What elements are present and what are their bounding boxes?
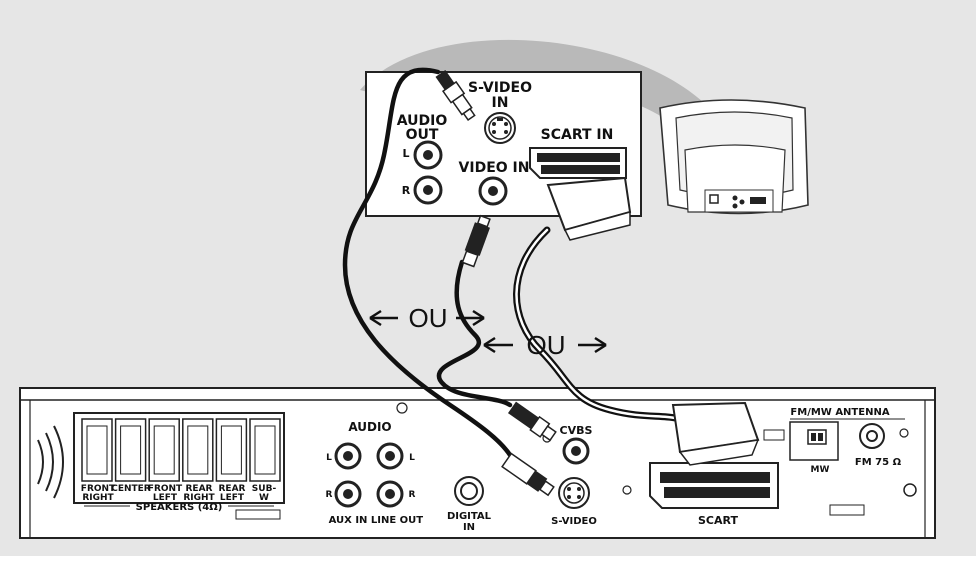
antenna-label: FM/MW ANTENNA: [790, 407, 889, 418]
aux-in-label: AUX IN: [329, 515, 368, 526]
svideo-in-label-2: IN: [492, 95, 509, 111]
or-label-1: OU: [409, 303, 448, 333]
cvbs-label: CVBS: [560, 424, 593, 437]
speaker-label-4a: REAR: [186, 484, 213, 494]
audio-out-left-jack-icon[interactable]: [413, 140, 443, 170]
digital-in-label-1: DIGITAL: [447, 511, 492, 522]
scart-in-socket-icon[interactable]: [529, 147, 627, 179]
fm-antenna-jack-icon[interactable]: [859, 423, 885, 449]
scart-label: SCART: [698, 514, 738, 527]
tv-left-label: L: [402, 147, 409, 160]
speaker-terminal-inner: [254, 425, 276, 475]
speaker-label-3a: FRONT: [148, 484, 183, 494]
aux-in-right-jack-icon[interactable]: [334, 480, 362, 508]
tv-right-label: R: [402, 184, 411, 197]
or-indicator-1: OU: [369, 303, 485, 333]
aux-right-label: R: [326, 490, 333, 500]
speaker-terminal-inner: [220, 425, 242, 475]
scart-in-label: SCART IN: [541, 127, 614, 143]
speaker-terminal-inner: [86, 425, 108, 475]
audio-plug-receiver-icon: [501, 452, 555, 497]
line-out-right-label: R: [409, 490, 416, 500]
ventilation-grille-icon: [37, 425, 64, 499]
video-in-label: VIDEO IN: [459, 160, 530, 176]
speaker-label-2a: CENTER: [111, 484, 151, 494]
line-out-label: LINE OUT: [371, 515, 423, 526]
aux-in-left-jack-icon[interactable]: [334, 442, 362, 470]
video-in-jack-icon[interactable]: [478, 176, 508, 206]
scart-out-socket-icon[interactable]: [649, 462, 779, 509]
line-out-left-label: L: [409, 453, 415, 463]
digital-in-label-2: IN: [463, 522, 475, 533]
speaker-terminal-inner: [187, 425, 209, 475]
or-label-2: OU: [527, 330, 566, 360]
audio-plug-top-icon: [435, 70, 476, 122]
line-out-right-jack-icon[interactable]: [376, 480, 404, 508]
speakers-title: SPEAKERS (4Ω): [136, 502, 223, 513]
audio-label: AUDIO: [348, 420, 391, 434]
audio-out-label-1: AUDIO: [397, 113, 448, 129]
scart-plug-tv-icon: [546, 176, 632, 241]
speaker-label-1a: FRONT: [81, 484, 116, 494]
speaker-label-5b: LEFT: [220, 493, 245, 503]
line-out-left-jack-icon[interactable]: [376, 442, 404, 470]
composite-plug-receiver-icon: [507, 401, 557, 442]
scart-plug-receiver-icon: [671, 401, 760, 466]
aux-left-label: L: [326, 453, 332, 463]
speaker-label-4b: RIGHT: [183, 493, 215, 503]
connection-arc: [360, 39, 720, 140]
tv-back-icon: [659, 99, 809, 215]
speaker-label-1b: RIGHT: [82, 493, 114, 503]
speaker-label-6b: W: [259, 493, 269, 503]
svideo-out-jack-icon[interactable]: [558, 477, 590, 509]
fm-label: FM 75 Ω: [855, 457, 902, 468]
svideo-label: S-VIDEO: [551, 516, 597, 527]
speaker-label-5a: REAR: [219, 484, 246, 494]
speaker-terminal-block: [73, 412, 285, 504]
digital-in-jack-icon[interactable]: [454, 476, 484, 506]
svideo-in-label-1: S-VIDEO: [468, 80, 532, 96]
audio-out-label-2: OUT: [406, 127, 439, 143]
mw-label: MW: [811, 465, 830, 475]
audio-out-right-jack-icon[interactable]: [413, 175, 443, 205]
speaker-label-6a: SUB-: [252, 484, 277, 494]
speaker-terminal-inner: [120, 425, 142, 475]
speaker-terminal-inner: [153, 425, 175, 475]
mw-antenna-terminal-icon[interactable]: [763, 421, 839, 461]
speaker-label-3b: LEFT: [153, 493, 178, 503]
cables: [342, 67, 679, 458]
composite-plug-tv-icon: [461, 214, 491, 268]
or-indicator-2: OU: [483, 330, 607, 360]
svideo-in-jack-icon[interactable]: [484, 112, 516, 144]
cvbs-jack-icon[interactable]: [562, 437, 590, 465]
